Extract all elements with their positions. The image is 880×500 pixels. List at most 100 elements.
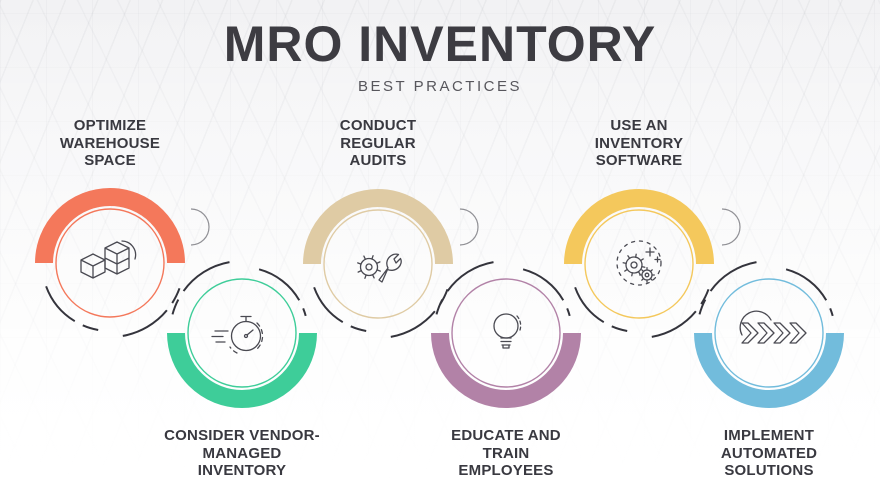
box-arc <box>121 240 137 260</box>
stopwatch-icon <box>211 315 264 354</box>
watch-needle <box>246 329 254 336</box>
gear-large <box>625 256 643 274</box>
bulb-glass <box>493 313 519 339</box>
dashed-arc-segment <box>258 268 307 317</box>
gears-icon <box>616 240 662 286</box>
practice-label: EDUCATE AND TRAIN EMPLOYEES <box>411 427 601 480</box>
dashed-arc-segment <box>171 261 230 315</box>
gear-small-hub <box>644 272 650 278</box>
dashed-arc <box>313 286 449 338</box>
watch-dash-arc2 <box>229 346 238 354</box>
gear-hub <box>365 263 373 271</box>
practice-label-line: AUDITS <box>349 152 407 169</box>
dashed-arc-segment <box>313 286 367 332</box>
practice-ring <box>303 189 453 338</box>
dashed-arc <box>45 285 181 337</box>
semi-ring <box>564 189 714 265</box>
dashed-arc-segment <box>390 288 449 338</box>
page-subtitle: BEST PRACTICES <box>358 78 522 95</box>
dashed-arc <box>574 286 710 338</box>
chevrons-arc <box>739 310 772 336</box>
practice-ring <box>694 261 844 408</box>
gear-teeth <box>357 255 381 279</box>
dashed-arc <box>435 261 571 317</box>
plus-small <box>654 256 661 263</box>
practice-label-line: REGULAR <box>340 134 416 152</box>
practice-label: CONDUCT REGULAR AUDITS <box>283 117 473 170</box>
dashed-arc <box>171 261 307 317</box>
practice-label-line: WAREHOUSE <box>59 134 161 152</box>
practice-ring <box>431 261 581 408</box>
dashed-arc-segment <box>698 261 757 315</box>
box-right <box>104 241 130 275</box>
practice-label-line: SPACE <box>84 152 136 169</box>
semi-ring <box>431 332 581 408</box>
dashed-arc-segment <box>574 286 628 332</box>
practice-label: CONSIDER VENDOR- MANAGED INVENTORY <box>147 427 337 480</box>
watch-face <box>230 320 262 352</box>
accent-circle <box>323 209 433 319</box>
practice-label-line: CONDUCT <box>339 117 417 134</box>
dashed-arc <box>698 261 834 317</box>
decor-arc-path <box>459 208 479 246</box>
chevron-shape <box>789 322 807 344</box>
practice-label: IMPLEMENT AUTOMATED SOLUTIONS <box>674 427 864 480</box>
accent-circle <box>714 278 824 388</box>
semi-ring <box>35 188 185 264</box>
gear-large-hub <box>630 261 638 269</box>
practice-label-line: MANAGED <box>202 444 282 462</box>
gear-wrench-icon <box>357 253 402 283</box>
semi-ring <box>167 332 317 408</box>
page-title: MRO INVENTORY <box>223 16 657 72</box>
practice-label-line: TRAIN <box>482 444 530 462</box>
dashed-arc-segment <box>651 288 710 338</box>
chevron-shape <box>741 322 759 344</box>
decor-arc-path <box>721 208 741 246</box>
accent-circle <box>451 278 561 388</box>
box-left <box>80 253 106 279</box>
bulb-dash-arc <box>516 315 522 331</box>
decor-arc <box>190 208 210 246</box>
watch-crown <box>240 315 252 323</box>
practice-label: OPTIMIZE WAREHOUSE SPACE <box>15 117 205 170</box>
practice-label-line: AUTOMATED <box>720 444 818 462</box>
practice-label-line: SOLUTIONS <box>724 462 814 479</box>
gear-teeth <box>639 267 655 283</box>
dashed-arc-segment <box>45 285 99 331</box>
semi-ring <box>694 332 844 408</box>
bulb-base <box>500 337 512 349</box>
practice-ring <box>564 189 714 338</box>
chevrons-icon <box>739 310 807 344</box>
lightbulb-icon <box>493 313 522 349</box>
dashed-arc-segment <box>522 268 571 317</box>
gear-teeth <box>622 253 646 277</box>
chevron-shape <box>773 322 791 344</box>
decor-arc <box>721 208 741 246</box>
wrench-shape <box>378 253 402 283</box>
dashed-arc-segment <box>435 261 494 315</box>
practice-ring <box>167 261 317 408</box>
practice-label-line: SOFTWARE <box>595 152 683 169</box>
accent-circle <box>187 278 297 388</box>
boxes-icon <box>80 240 137 279</box>
watch-pivot <box>243 333 249 339</box>
gears-dash-ring <box>616 240 662 286</box>
dashed-arc-segment <box>122 287 181 337</box>
chevron-shape <box>757 322 775 344</box>
dashed-arc-segment <box>785 268 834 317</box>
practice-label-line: IMPLEMENT <box>723 427 815 444</box>
practice-ring <box>35 188 185 337</box>
practice-label-line: CONSIDER VENDOR- <box>164 427 320 444</box>
decor-arc-path <box>190 208 210 246</box>
practice-label-line: INVENTORY <box>197 462 287 479</box>
watch-dash-arc <box>256 322 264 350</box>
plus-large <box>645 247 655 257</box>
gear-body <box>359 257 379 277</box>
semi-ring <box>303 189 453 265</box>
practice-label-line: USE AN <box>610 117 668 134</box>
decor-arc <box>459 208 479 246</box>
accent-circle <box>584 209 694 319</box>
accent-circle <box>55 208 165 318</box>
practice-label-line: EDUCATE AND <box>451 427 561 444</box>
